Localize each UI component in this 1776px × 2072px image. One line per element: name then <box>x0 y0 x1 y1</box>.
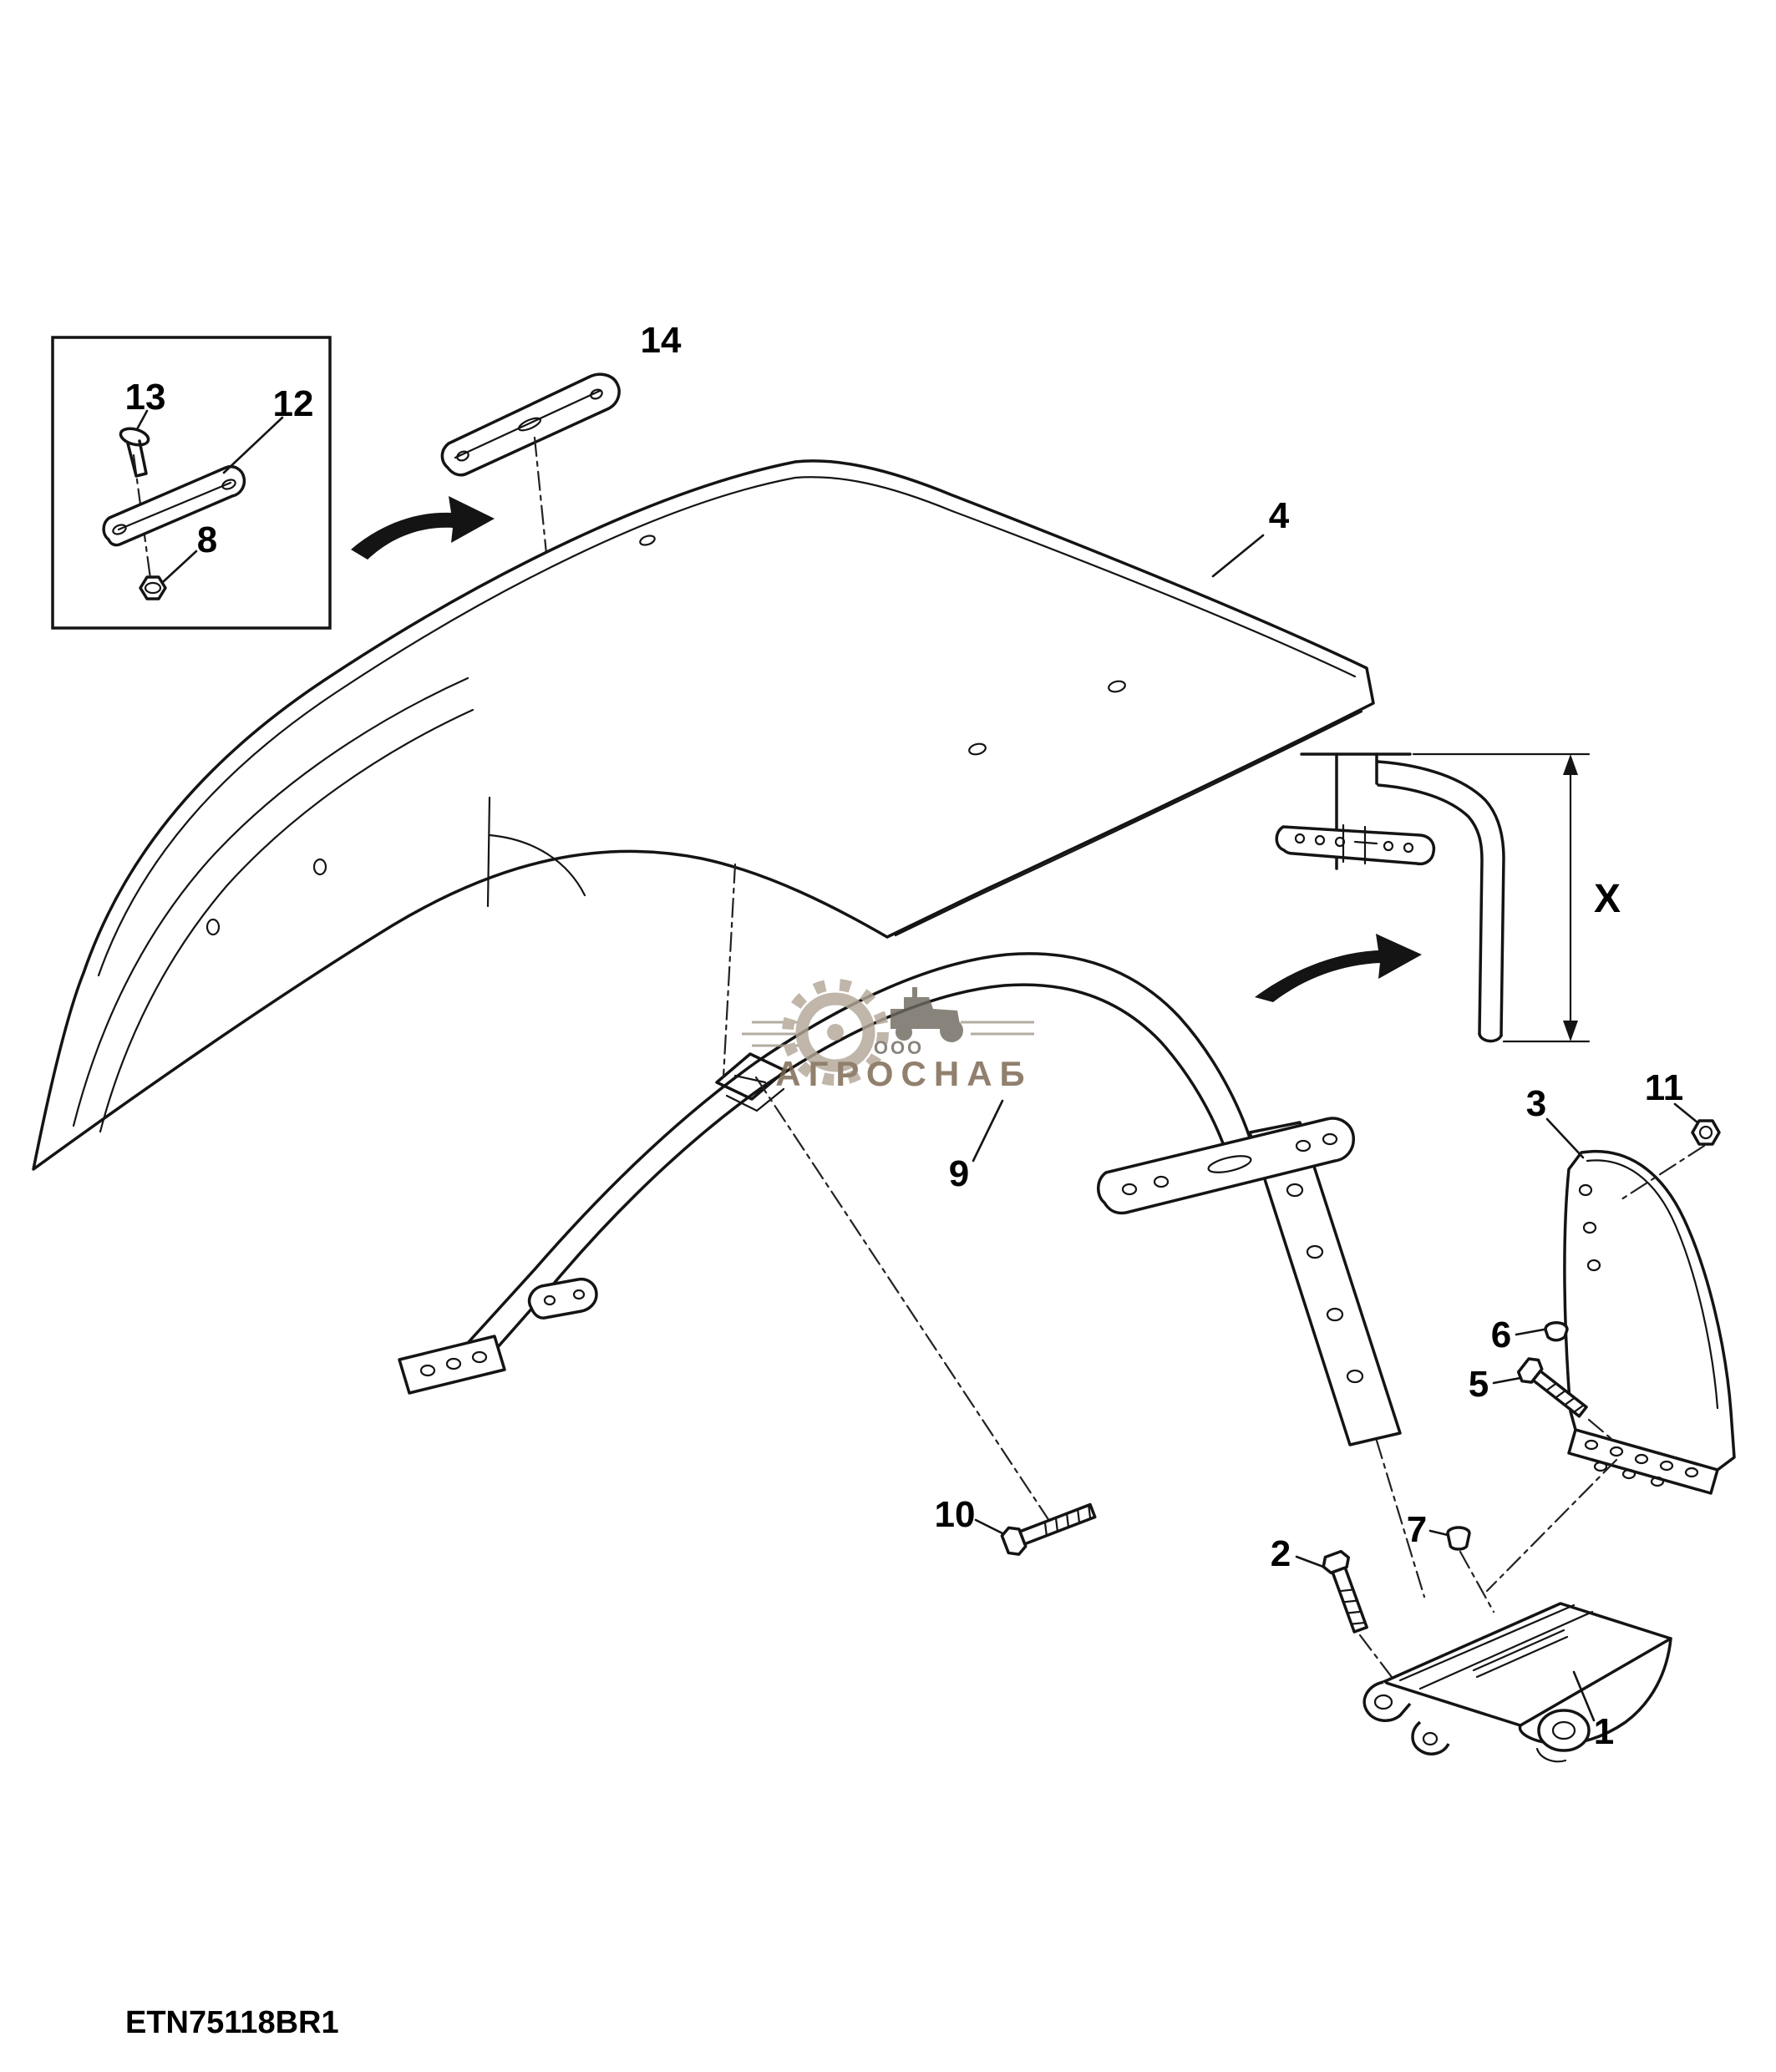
bolt-part-5 <box>1516 1357 1588 1418</box>
callout-11: 11 <box>1645 1067 1684 1108</box>
axis-bar-to-base <box>1375 1439 1426 1598</box>
roof-strip-part-14 <box>440 372 621 477</box>
callout-3: 3 <box>1526 1083 1546 1124</box>
leader-3 <box>1545 1117 1585 1159</box>
nut-part-11 <box>1691 1119 1721 1146</box>
speed-lines-icon <box>742 1021 1034 1047</box>
callout-5: 5 <box>1469 1364 1489 1405</box>
watermark-org-form: ООО <box>874 1037 924 1058</box>
watermark: ООО АГРОСНАБ <box>742 979 1034 1093</box>
bolt-part-2 <box>1322 1549 1368 1634</box>
callout-13: 13 <box>125 377 166 418</box>
leader-11 <box>1673 1102 1699 1124</box>
axis-bracket-to-bolt10 <box>754 1076 1056 1530</box>
leader-13 <box>135 409 149 431</box>
dimension-label-x: X <box>1594 877 1621 921</box>
plug-part-6 <box>1544 1321 1569 1342</box>
fender-part-4 <box>32 459 1375 1171</box>
callout-2: 2 <box>1271 1533 1291 1574</box>
axis-7-to-1 <box>1459 1550 1495 1614</box>
tractor-icon <box>891 987 963 1042</box>
strap-part-12 <box>102 465 246 547</box>
leader-4 <box>1211 534 1265 578</box>
bolt-part-10 <box>1000 1502 1097 1556</box>
leader-12 <box>222 416 284 474</box>
axis-5-to-3 <box>1587 1418 1612 1440</box>
inset-box <box>51 336 332 630</box>
base-part-1 <box>1362 1602 1672 1763</box>
curved-arrow-left <box>351 496 495 560</box>
bracket-part-3 <box>1563 1150 1736 1495</box>
callout-7: 7 <box>1407 1509 1427 1550</box>
drawing-code: ETN75118BR1 <box>125 2005 339 2040</box>
callout-12: 12 <box>273 383 314 424</box>
leader-7 <box>1428 1529 1449 1537</box>
leader-6 <box>1515 1328 1545 1336</box>
frame-detail-view <box>1275 752 1505 1043</box>
callout-10: 10 <box>935 1494 976 1535</box>
callout-4: 4 <box>1269 495 1290 536</box>
callout-8: 8 <box>197 519 217 560</box>
axis-11-to-3 <box>1617 1144 1706 1203</box>
axis-2-to-1 <box>1358 1634 1398 1685</box>
leader-2 <box>1295 1555 1325 1568</box>
leader-8 <box>162 550 198 583</box>
callout-6: 6 <box>1491 1315 1511 1355</box>
gear-icon <box>782 979 889 1086</box>
plug-part-7 <box>1446 1526 1471 1551</box>
leader-10 <box>974 1518 1004 1535</box>
axis-3-to-1 <box>1485 1458 1618 1593</box>
callout-1: 1 <box>1594 1711 1614 1752</box>
axis-fender-bracket <box>722 863 737 1079</box>
frame-part-9 <box>398 952 1402 1446</box>
screw-part-13 <box>119 427 150 478</box>
leader-5 <box>1492 1376 1522 1385</box>
leader-1 <box>1572 1670 1596 1722</box>
callout-9: 9 <box>949 1153 969 1194</box>
leader-9 <box>972 1099 1004 1163</box>
watermark-name: АГРОСНАБ <box>775 1054 1032 1093</box>
nut-part-8 <box>139 575 167 600</box>
callout-14: 14 <box>641 320 682 361</box>
curved-arrow-right <box>1255 934 1422 1002</box>
dimension-x <box>1412 752 1591 1043</box>
